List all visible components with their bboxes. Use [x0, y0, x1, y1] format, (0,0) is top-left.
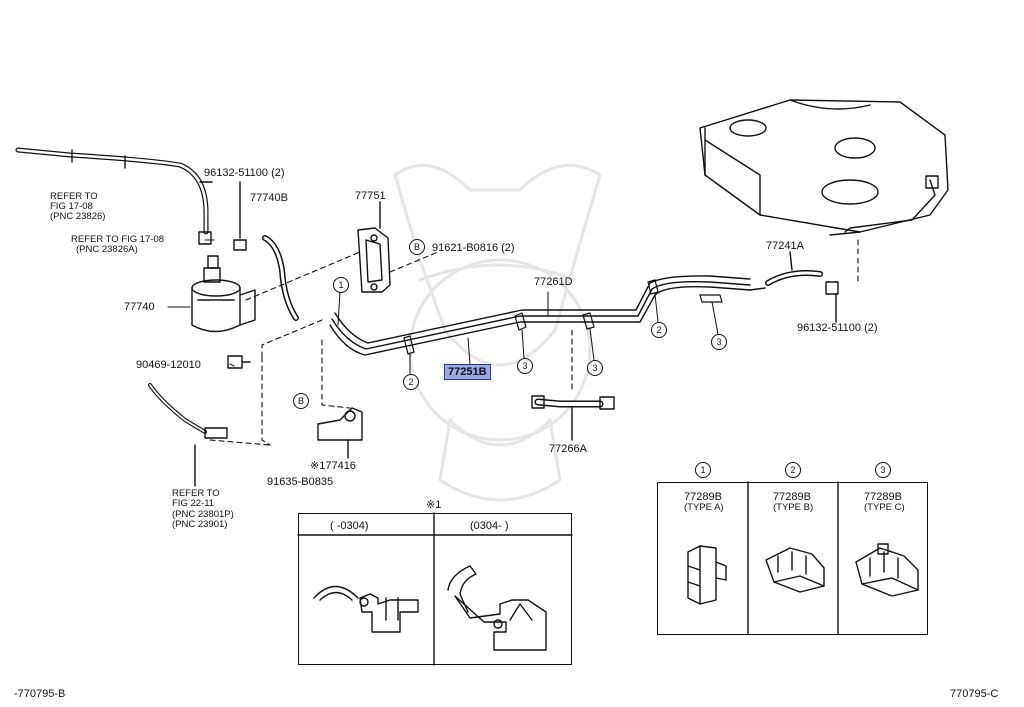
callout-leaders: [167, 239, 719, 375]
part-77751[interactable]: 77751: [355, 190, 386, 202]
dashed-leaders: [209, 239, 859, 446]
ref-pnc-23826a: (PNC 23826A): [76, 244, 138, 255]
ref-fig-17-08: FIG 17-08: [50, 201, 93, 212]
clamp-types-box: [657, 482, 928, 635]
line-clamps: [403, 279, 723, 355]
ref-pnc-23801p: (PNC 23801P): [172, 509, 234, 520]
footer-right-code: 770795-C: [950, 688, 999, 700]
callout-2-left: 2: [403, 374, 419, 390]
clip-96132-top: [233, 181, 247, 251]
clamp-1-type: (TYPE A): [684, 502, 724, 513]
hose-77266a: [531, 395, 615, 441]
callout-b-bottom: B: [293, 393, 309, 409]
part-177416[interactable]: ※177416: [310, 460, 356, 472]
clamp-2-type: (TYPE B): [773, 502, 814, 513]
clip-96132-right: [825, 281, 839, 323]
inset-col-right: (0304- ): [470, 520, 509, 532]
ref-refer-to-bottom: REFER TO: [172, 488, 220, 499]
part-77241a[interactable]: 77241A: [766, 240, 804, 252]
top-left-hose: [15, 147, 213, 245]
clamp-types-drawing: [687, 481, 919, 635]
clamp-2-callout: 2: [785, 462, 801, 478]
hose-77241a: [765, 251, 823, 286]
part-77740[interactable]: 77740: [124, 301, 155, 313]
part-77261d[interactable]: 77261D: [534, 276, 573, 288]
part-77266a[interactable]: 77266A: [549, 443, 587, 455]
inset-box: [298, 513, 572, 665]
lower-left-hose: [148, 383, 228, 487]
canister-77740: [191, 255, 256, 333]
clamp-3-callout: 3: [875, 462, 891, 478]
watermark-emblem: [393, 163, 602, 502]
callout-3-right: 3: [587, 360, 603, 376]
ref-pnc-23901: (PNC 23901): [172, 519, 228, 530]
part-96132-right[interactable]: 96132-51100 (2): [797, 322, 878, 334]
part-91621[interactable]: 91621-B0816 (2): [432, 242, 515, 254]
footer-left-code: -770795-B: [14, 688, 66, 700]
ref-fig-22-11: FIG 22-11: [172, 498, 215, 509]
hose-77740b: [262, 235, 299, 321]
inset-col-left: ( -0304): [330, 520, 369, 532]
part-90469[interactable]: 90469-12010: [136, 359, 201, 371]
clamp-1-callout: 1: [695, 462, 711, 478]
part-77740b[interactable]: 77740B: [250, 192, 288, 204]
bracket-91635: [317, 407, 363, 459]
ref-refer-fig-17-08: REFER TO FIG 17-08: [71, 234, 165, 245]
inset-title: ※1: [426, 499, 442, 511]
part-91635[interactable]: 91635-B0835: [267, 476, 334, 488]
callout-2-right: 2: [651, 322, 667, 338]
clamp-3-type: (TYPE C): [864, 502, 905, 513]
callout-3-mid: 3: [517, 358, 533, 374]
part-96132-top[interactable]: 96132-51100 (2): [204, 167, 285, 179]
fitting-90469: [227, 355, 251, 369]
ref-pnc-23826: (PNC 23826): [50, 211, 106, 222]
part-77251b-highlighted[interactable]: 77251B: [444, 364, 491, 380]
fuel-vapor-lines: [329, 275, 766, 356]
ref-refer-to-top: REFER TO: [50, 191, 98, 202]
callout-1-bracket: 1: [333, 277, 349, 293]
bracket-77751: [357, 201, 391, 293]
callout-b-top: B: [409, 239, 425, 255]
clamp-1-part[interactable]: 77289B: [684, 491, 722, 503]
fuel-tank: [699, 99, 949, 236]
inset-drawing: [297, 512, 573, 666]
callout-3-far: 3: [711, 334, 727, 350]
clamp-3-part[interactable]: 77289B: [864, 491, 902, 503]
clamp-2-part[interactable]: 77289B: [773, 491, 811, 503]
